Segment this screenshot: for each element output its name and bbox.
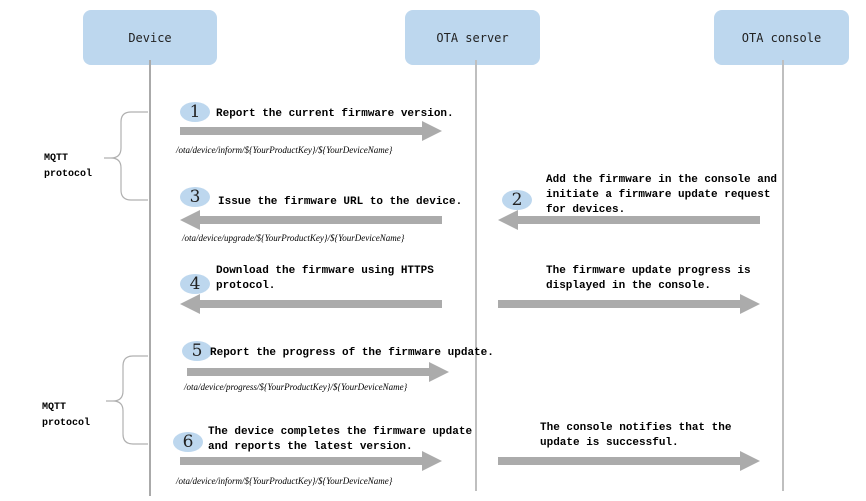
step-label-6: The device completes the firmware update…: [208, 426, 473, 453]
step-topic-5: /ota/device/progress/${YourProductKey}/$…: [184, 382, 408, 392]
arrow-step-6: [180, 451, 442, 471]
step-topic-6: /ota/device/inform/${YourProductKey}/${Y…: [176, 476, 393, 486]
participant-device-label: Device: [128, 30, 172, 45]
protocol-brace-1: [104, 111, 148, 201]
step-badge-2: 2: [502, 190, 532, 210]
step-badge-4: 4: [180, 274, 210, 294]
arrow-step-2: [498, 210, 760, 230]
step-topic-3: /ota/device/upgrade/${YourProductKey}/${…: [182, 233, 405, 243]
step-badge-5: 5: [182, 341, 212, 361]
protocol-brace-2: [106, 355, 148, 445]
arrow-console-progress: [498, 294, 760, 314]
console-success-label: The console notifies that the update is …: [540, 422, 732, 449]
arrow-step-5: [187, 362, 449, 382]
lifeline-ota-console: [782, 60, 784, 491]
arrow-step-4: [180, 294, 442, 314]
participant-ota-console: OTA console: [714, 10, 849, 65]
arrow-step-3: [180, 210, 442, 230]
protocol-label-2: MQTT protocol: [42, 402, 91, 429]
step-topic-1: /ota/device/inform/${YourProductKey}/${Y…: [176, 145, 393, 155]
step-label-1: Report the current firmware version.: [216, 108, 454, 120]
step-label-3: Issue the firmware URL to the device.: [218, 196, 463, 208]
step-badge-3: 3: [180, 187, 210, 207]
step-badge-1: 1: [180, 102, 210, 122]
lifeline-ota-server: [475, 60, 477, 491]
arrow-step-1: [180, 121, 442, 141]
participant-ota-server-label: OTA server: [436, 30, 509, 45]
step-label-5: Report the progress of the firmware upda…: [210, 347, 494, 359]
participant-device: Device: [83, 10, 217, 65]
arrow-console-success: [498, 451, 760, 471]
protocol-label-1: MQTT protocol: [44, 153, 93, 180]
console-progress-label: The firmware update progress is displaye…: [546, 265, 751, 292]
step-badge-6: 6: [173, 432, 203, 452]
participant-ota-server: OTA server: [405, 10, 540, 65]
participant-ota-console-label: OTA console: [741, 30, 822, 45]
step-label-2: Add the firmware in the console and init…: [546, 174, 778, 216]
step-label-4: Download the firmware using HTTPS protoc…: [216, 265, 434, 292]
lifeline-device: [149, 60, 151, 496]
